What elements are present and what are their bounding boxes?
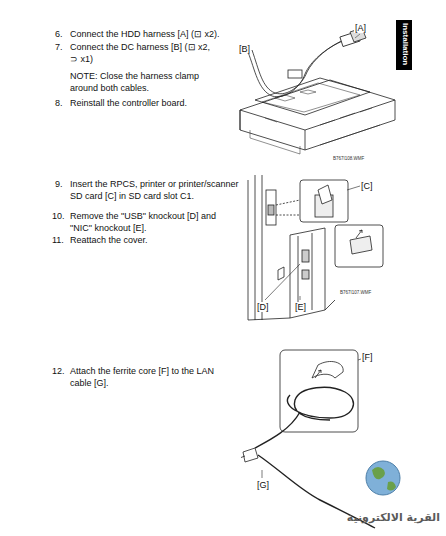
callout-letter: [D] bbox=[256, 302, 270, 312]
callout-letter: [G] bbox=[256, 480, 270, 490]
step-text: Attach the ferrite core [F] to the LAN c… bbox=[70, 365, 230, 389]
step-number: 10. bbox=[52, 210, 70, 222]
callout-letter: [C] bbox=[360, 181, 374, 191]
ferrite-core-drawing bbox=[241, 350, 375, 528]
step-number: 7. bbox=[55, 41, 69, 53]
callout-letter: [E] bbox=[294, 302, 307, 312]
callout-letter: [F] bbox=[361, 352, 374, 362]
step-text: Reinstall the controller board. bbox=[70, 97, 230, 109]
step-text: Connect the HDD harness [A] (⊡ x2). bbox=[70, 28, 230, 40]
callout-letter: [B] bbox=[238, 44, 251, 54]
watermark-logo bbox=[366, 461, 400, 495]
step-text: Reattach the cover. bbox=[70, 234, 230, 246]
controller-panel-drawing bbox=[248, 175, 383, 320]
step-text: Insert the RPCS, printer or printer/scan… bbox=[70, 178, 240, 202]
section-tab bbox=[396, 20, 412, 70]
step-text: Remove the "USB" knockout [D] and "NIC" … bbox=[70, 210, 220, 234]
step-number: 8. bbox=[55, 97, 69, 109]
figure-code: B767I108.WMF bbox=[333, 156, 364, 161]
step-number: 12. bbox=[52, 365, 70, 377]
callout-letter: [A] bbox=[354, 23, 367, 33]
section-tab-label: Installation bbox=[400, 23, 410, 65]
watermark-text: القرية الالكترونية bbox=[347, 512, 440, 524]
step-number: 6. bbox=[55, 28, 69, 40]
step-text: Connect the DC harness [B] (⊡ x2, ⊃ x1) bbox=[70, 41, 220, 65]
step-number: 9. bbox=[55, 178, 69, 190]
note-text: NOTE: Close the harness clamp around bot… bbox=[70, 70, 220, 94]
chassis-drawing bbox=[240, 28, 395, 154]
figure-code: B767I107.WMF bbox=[340, 290, 371, 295]
step-number: 11. bbox=[52, 234, 70, 246]
